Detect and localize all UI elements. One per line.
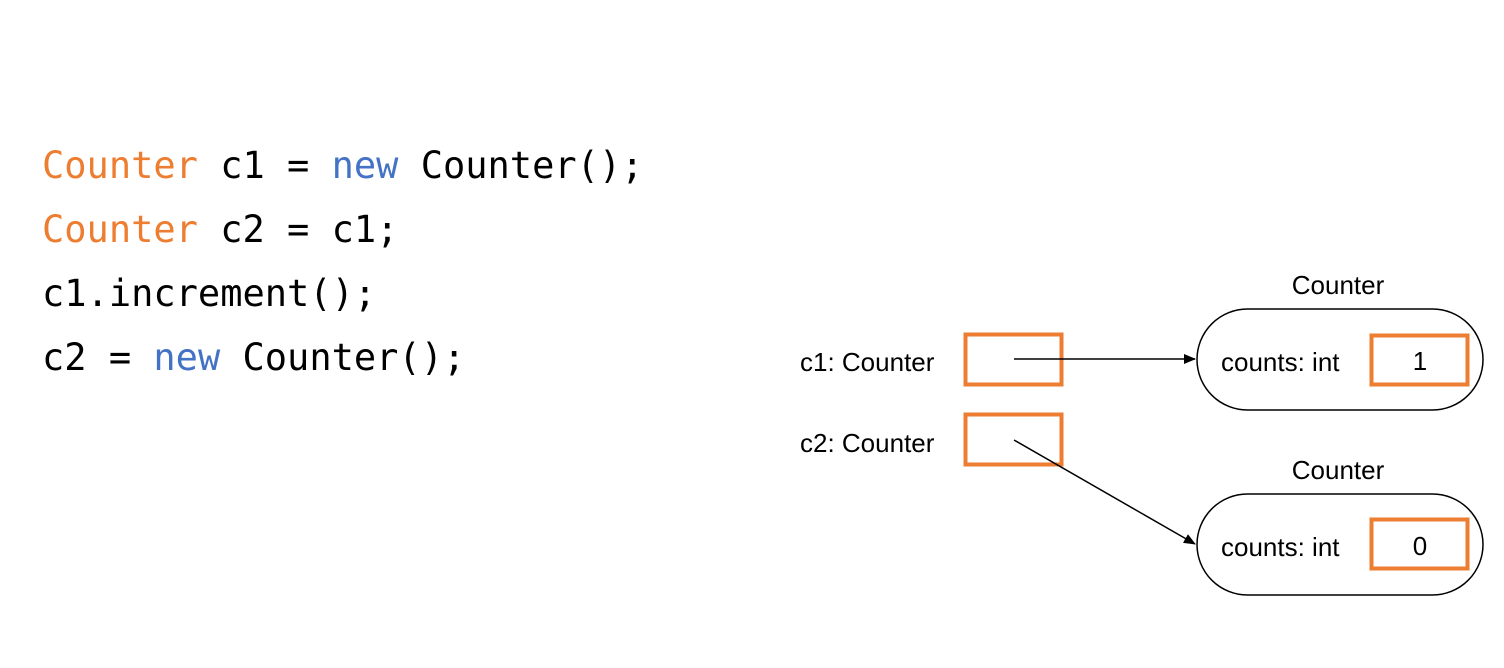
object-2-field-value: 0 <box>1413 531 1427 561</box>
object-1-field-box <box>1369 333 1470 387</box>
code-text: c1 = <box>197 144 332 187</box>
code-line-3: c1.increment(); <box>42 262 643 326</box>
code-line-4: c2 = new Counter(); <box>42 326 643 390</box>
object-1-field-value: 1 <box>1413 346 1427 376</box>
code-line-2: Counter c2 = c1; <box>42 198 643 262</box>
variable-label-c1: c1: Counter <box>800 347 935 377</box>
type-keyword: Counter <box>42 208 198 251</box>
variable-box-c2 <box>963 412 1064 467</box>
object-2-field-label: counts: int <box>1221 532 1340 562</box>
object-1 <box>1196 308 1484 411</box>
code-block: Counter c1 = new Counter();Counter c2 = … <box>42 134 643 390</box>
code-line-1: Counter c1 = new Counter(); <box>42 134 643 198</box>
variable-label-c2: c2: Counter <box>800 428 935 458</box>
code-text: c2 = c1; <box>197 208 399 251</box>
object-2 <box>1196 493 1484 596</box>
object-2-field-box <box>1369 517 1470 571</box>
code-text: c1.increment(); <box>42 272 377 315</box>
object-title-1: Counter <box>1292 270 1385 300</box>
new-keyword: new <box>331 144 399 187</box>
reference-arrow-c2 <box>1013 439 1196 545</box>
type-keyword: Counter <box>42 144 198 187</box>
code-text: c2 = <box>42 336 154 379</box>
object-1-field-label: counts: int <box>1221 347 1340 377</box>
object-title-2: Counter <box>1292 455 1385 485</box>
code-text: Counter(); <box>220 336 466 379</box>
code-text: Counter(); <box>398 144 644 187</box>
new-keyword: new <box>153 336 221 379</box>
